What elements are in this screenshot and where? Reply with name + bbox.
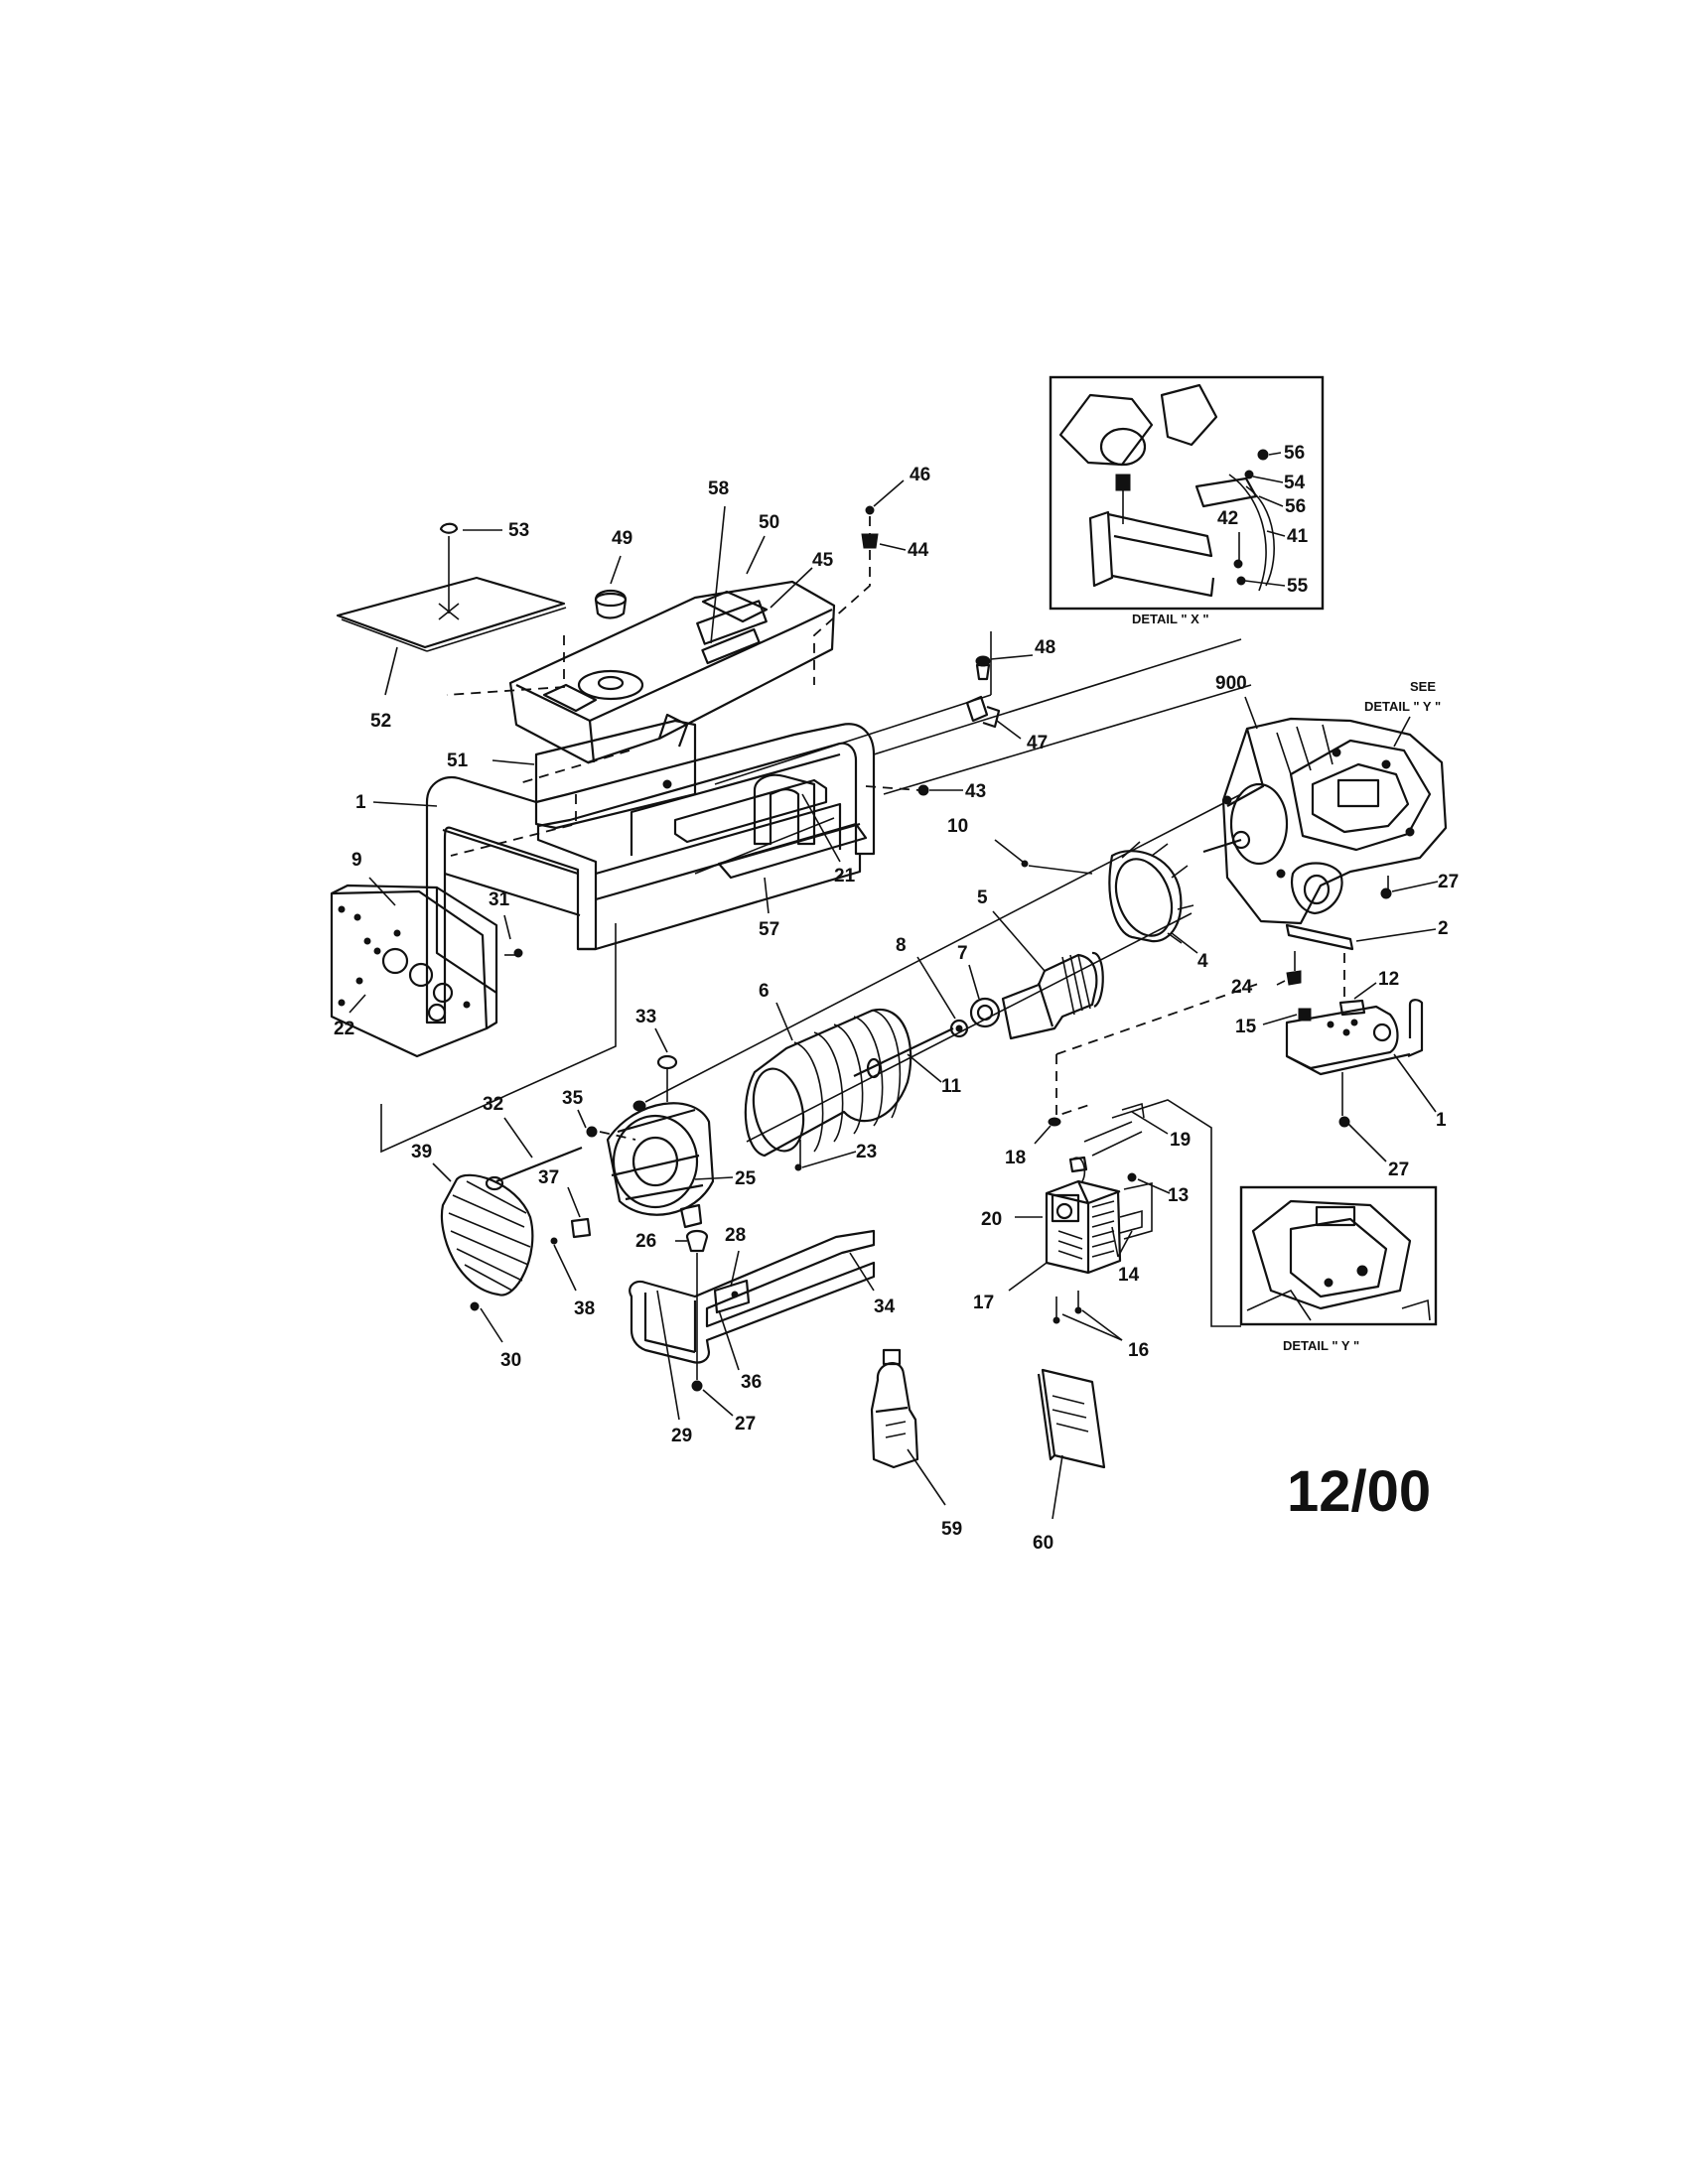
- support-bracket-21: [673, 778, 828, 844]
- callout-56: 56: [1284, 443, 1305, 464]
- callout-8: 8: [896, 935, 907, 956]
- callout-52: 52: [370, 711, 391, 732]
- voltage-regulator: [1045, 1179, 1122, 1275]
- decal-57: [717, 822, 868, 880]
- frame-end-right: [1285, 999, 1424, 1076]
- fan-7: [969, 997, 1001, 1028]
- see-detail-label: SEE: [1410, 679, 1436, 694]
- callout-38: 38: [574, 1298, 595, 1319]
- access-panel: [336, 522, 567, 696]
- callout-27: 27: [1438, 872, 1459, 892]
- callout-46: 46: [910, 465, 930, 485]
- callout-22: 22: [334, 1019, 354, 1039]
- callout-16: 16: [1128, 1340, 1149, 1361]
- callout-7: 7: [957, 943, 968, 964]
- detail-x-inset: 56 54 56 41 42 55 DETAIL " X ": [1049, 375, 1325, 626]
- detail-y-inset: DETAIL " Y ": [1239, 1185, 1438, 1353]
- stator-6: [744, 1008, 912, 1158]
- callout-57: 57: [759, 919, 779, 940]
- callout-1: 1: [1436, 1110, 1447, 1131]
- control-panel: [330, 884, 498, 1058]
- callout-2: 2: [1438, 918, 1449, 939]
- callout-53: 53: [508, 520, 529, 541]
- callout-51: 51: [447, 751, 469, 771]
- callout-41: 41: [1287, 526, 1309, 547]
- callout-31: 31: [489, 889, 510, 910]
- owners-manual-60: [1037, 1368, 1106, 1469]
- callout-35: 35: [562, 1088, 584, 1109]
- washer-33: [656, 1054, 678, 1070]
- callout-19: 19: [1170, 1130, 1191, 1151]
- callout-42: 42: [1217, 508, 1238, 529]
- callout-28: 28: [725, 1225, 746, 1246]
- callout-20: 20: [981, 1209, 1002, 1230]
- callout-44: 44: [908, 540, 929, 561]
- engine-adaptor-4: [1108, 841, 1194, 944]
- callout-900: 900: [1215, 673, 1247, 694]
- callout-4: 4: [1197, 951, 1208, 972]
- oil-bottle-59: [870, 1348, 919, 1469]
- callout-59: 59: [941, 1519, 962, 1540]
- callout-5: 5: [977, 887, 988, 908]
- callout-48: 48: [1035, 637, 1055, 658]
- callout-26: 26: [635, 1231, 656, 1252]
- callout-30: 30: [500, 1350, 521, 1371]
- engine-900: [1202, 717, 1448, 925]
- main-frame: [425, 723, 876, 1024]
- callout-29: 29: [671, 1426, 692, 1446]
- revision-stamp: 12/00: [1287, 1459, 1431, 1524]
- front-frame: [629, 1229, 876, 1364]
- callout-10: 10: [947, 816, 968, 837]
- callout-15: 15: [1235, 1017, 1257, 1037]
- callout-37: 37: [538, 1167, 559, 1188]
- bearing-8: [949, 1019, 969, 1038]
- callout-49: 49: [612, 528, 632, 549]
- see-detail-y-label: DETAIL " Y ": [1364, 699, 1441, 714]
- callout-27: 27: [1388, 1160, 1409, 1180]
- callout-60: 60: [1033, 1533, 1053, 1554]
- callout-55: 55: [1287, 576, 1309, 597]
- callout-27: 27: [735, 1414, 756, 1434]
- air-guard-39: [440, 1173, 534, 1297]
- callout-11: 11: [941, 1076, 962, 1097]
- callout-54: 54: [1284, 473, 1306, 493]
- callout-32: 32: [483, 1094, 503, 1115]
- rear-bearing-carrier: [606, 793, 1242, 1229]
- callout-47: 47: [1027, 733, 1048, 753]
- tank-shield-51: [534, 719, 697, 830]
- callout-43: 43: [965, 781, 986, 802]
- callout-34: 34: [874, 1297, 896, 1317]
- callout-9: 9: [351, 850, 362, 871]
- callout-56: 56: [1285, 496, 1306, 517]
- callout-50: 50: [759, 512, 779, 533]
- callout-39: 39: [411, 1142, 432, 1162]
- callout-45: 45: [812, 550, 834, 571]
- detail-y-caption: DETAIL " Y ": [1283, 1338, 1359, 1353]
- callout-58: 58: [708, 478, 729, 499]
- callout-13: 13: [1168, 1185, 1189, 1206]
- callout-36: 36: [741, 1372, 762, 1393]
- fuel-tank: [508, 580, 836, 764]
- callout-24: 24: [1231, 977, 1253, 998]
- callout-14: 14: [1118, 1265, 1140, 1286]
- callout-18: 18: [1005, 1148, 1026, 1168]
- callout-6: 6: [759, 981, 770, 1002]
- callout-21: 21: [834, 866, 856, 887]
- callout-25: 25: [735, 1168, 757, 1189]
- bracket-37: [570, 1217, 592, 1239]
- detail-x-caption: DETAIL " X ": [1132, 612, 1209, 626]
- fuel-valve-47: [965, 695, 989, 723]
- rotor-5: [1001, 951, 1104, 1040]
- callout-12: 12: [1378, 969, 1399, 990]
- callout-33: 33: [635, 1007, 656, 1027]
- callout-1: 1: [355, 792, 366, 813]
- callout-23: 23: [856, 1142, 877, 1162]
- engine-mount-2: [1285, 923, 1354, 951]
- callout-17: 17: [973, 1293, 994, 1313]
